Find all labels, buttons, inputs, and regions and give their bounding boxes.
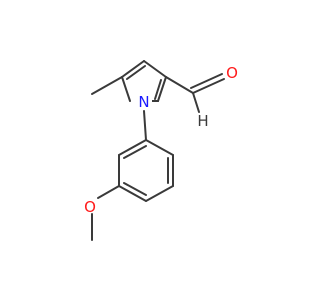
bond-n1-c2 bbox=[121, 76, 131, 102]
nitrogen-atom-label: N bbox=[138, 93, 149, 111]
bond-ar5-ome bbox=[97, 185, 120, 199]
bond-ar6-ar1 bbox=[118, 139, 147, 156]
bond-c5-cho bbox=[165, 76, 194, 94]
molecule-structure: N O H O bbox=[84, 60, 238, 241]
bond-cho-h bbox=[192, 92, 200, 113]
aldehyde-oxygen-label: O bbox=[226, 64, 238, 82]
bond-c4-c5 bbox=[157, 76, 167, 102]
atom-labels: N O H O bbox=[84, 64, 238, 216]
bond-ar4-ar5-inner bbox=[123, 182, 147, 196]
bond-c3-c4 bbox=[143, 60, 167, 78]
aldehyde-hydrogen-label: H bbox=[197, 112, 208, 130]
bond-cho-o-double bbox=[190, 73, 223, 89]
bond-ar1-ar2 bbox=[145, 139, 174, 156]
bond-cho-o bbox=[192, 78, 225, 94]
bond-c4-c5-inner bbox=[154, 79, 162, 100]
bond-c2-c3 bbox=[121, 60, 145, 78]
bond-n-aryl bbox=[143, 110, 147, 141]
bond-c2-c3-inner bbox=[126, 65, 146, 80]
bond-methyl bbox=[91, 76, 123, 95]
bond-ar4-ar5 bbox=[118, 185, 147, 202]
methoxy-oxygen-label: O bbox=[84, 198, 96, 216]
bond-ar3-ar4 bbox=[145, 185, 174, 202]
bond-ar6-ar1-inner bbox=[123, 145, 147, 159]
bonds bbox=[91, 60, 225, 241]
nitrogen-label-bg bbox=[136, 94, 152, 110]
